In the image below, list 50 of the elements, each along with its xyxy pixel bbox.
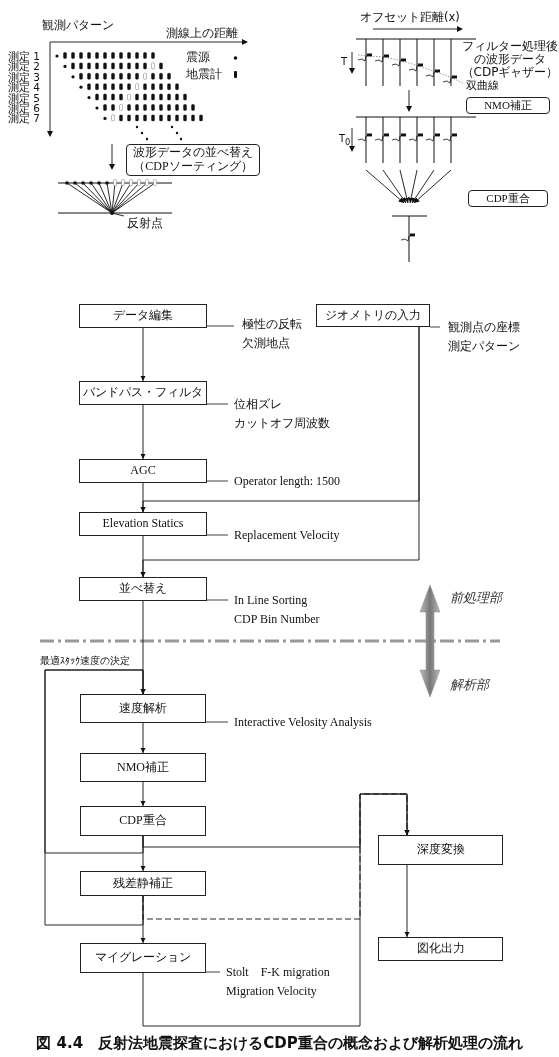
label-text: 測定 6 <box>8 102 41 114</box>
annotation-text: 極性の反転 <box>242 317 302 332</box>
annotation-text: 観測点の座標 <box>448 320 520 335</box>
annotation-text: In Line Sorting <box>234 593 308 608</box>
label-text: 測定 4 <box>8 81 41 94</box>
annotation-text: Stolt F-K migration <box>226 965 330 980</box>
process-box: 速度解析 <box>80 694 206 723</box>
process-box: CDP重合 <box>80 806 206 836</box>
process-box: 並べ替え <box>79 577 207 601</box>
point-label: 反射点 <box>124 216 166 231</box>
label-text: 測線上の距離 <box>166 27 238 41</box>
rounded-box: CDP重合 <box>468 190 548 207</box>
label-text: 測定 1 <box>8 50 41 62</box>
process-box: ジオメトリの入力 <box>316 304 430 327</box>
annotation-text: 欠測地点 <box>242 336 290 351</box>
process-box: 残差静補正 <box>80 871 206 896</box>
process-box: 深度変換 <box>378 835 503 865</box>
label-text: 双曲線 <box>466 79 499 93</box>
annotation-text: 測定パターン <box>448 339 520 354</box>
reflection-point <box>110 211 114 215</box>
label-text: オフセット距離(x) <box>360 11 460 25</box>
process-box: バンドパス・フィルタ <box>79 381 207 405</box>
label-text: 測定 7 <box>8 112 41 125</box>
process-box: NMO補正 <box>80 753 206 782</box>
label-text: フィルター処理後の波形データ（CDPギャザー） <box>461 40 559 80</box>
rounded-box: NMO補正 <box>466 97 550 114</box>
edge-label: 最適ｽﾀｯｸ速度の決定 <box>40 655 130 667</box>
annotation-text: Operator length: 1500 <box>234 474 340 489</box>
annotation-text: Interactive Velosity Analysis <box>234 715 372 730</box>
annotation-text: CDP Bin Number <box>234 612 320 627</box>
label-text: T$_{0}$ <box>339 133 351 147</box>
rounded-box: 波形データの並べ替え（CDPソーティング） <box>126 144 260 176</box>
process-box: AGC <box>79 459 207 483</box>
process-box: 図化出力 <box>378 937 503 961</box>
annotation-text: Replacement Velocity <box>234 528 340 543</box>
leader-line <box>111 212 125 217</box>
annotation-text: Migration Velocity <box>226 984 317 999</box>
annotation-text: 位相ズレ <box>234 397 282 412</box>
label-text: 観測パターン <box>42 18 114 33</box>
legend-text: 震源 <box>186 50 210 65</box>
label-text: 前処理部 <box>450 590 502 606</box>
process-box: Elevation Statics <box>79 512 207 536</box>
label-text: 解析部 <box>450 677 489 693</box>
legend-text: 地震計 <box>186 67 222 82</box>
process-box: データ編集 <box>79 304 207 328</box>
annotation-text: カットオフ周波数 <box>234 416 330 431</box>
caption: 図 4.4 反射法地震探査におけるCDP重合の概念および解析処理の流れ <box>35 1034 524 1052</box>
label-text: 測定 2 <box>8 60 41 73</box>
label-text: T <box>341 56 348 68</box>
process-box: マイグレーション <box>80 943 206 973</box>
